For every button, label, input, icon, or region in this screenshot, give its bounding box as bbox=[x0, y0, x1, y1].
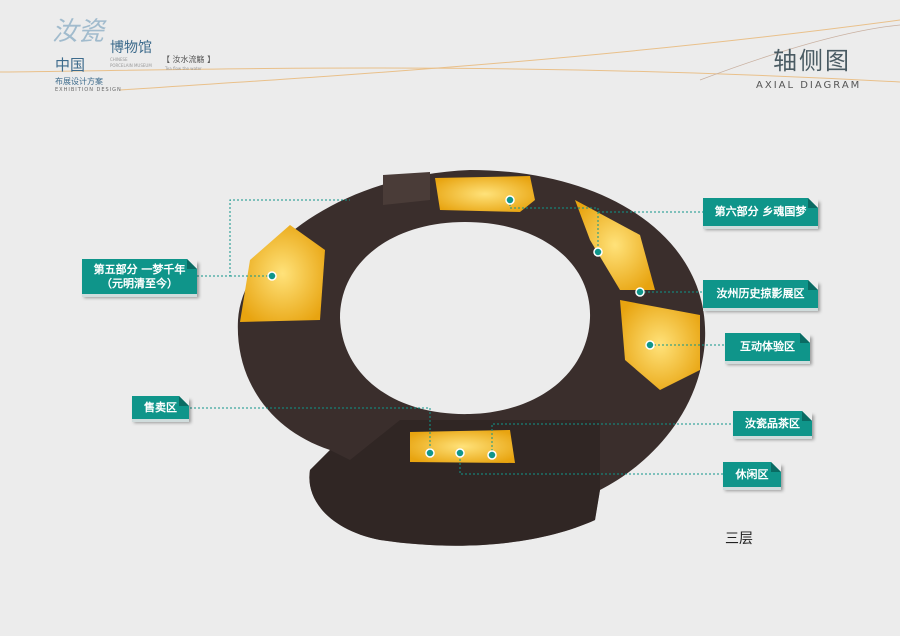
marker-part5 bbox=[267, 271, 277, 281]
logo-plan: 布展设计方案 bbox=[55, 77, 103, 86]
label-text: 第五部分 一梦千年 bbox=[93, 262, 186, 276]
zone-history bbox=[575, 200, 655, 290]
logo-museum: 博物馆 bbox=[110, 40, 152, 56]
logo-calligraphy: 汝瓷 bbox=[52, 17, 105, 47]
label-rest: 休闲区 bbox=[723, 462, 781, 487]
label-text: 汝瓷品茶区 bbox=[745, 416, 800, 430]
label-text: 休闲区 bbox=[735, 467, 769, 481]
zone-part5 bbox=[240, 225, 325, 322]
marker-interactive bbox=[645, 340, 655, 350]
label-text: （元明清至今） bbox=[101, 276, 178, 290]
label-text: 第六部分 乡魂国梦 bbox=[714, 205, 807, 218]
logo-tagline: 【 汝水流觞 】 bbox=[162, 55, 216, 64]
ring-floor bbox=[237, 170, 706, 546]
markers bbox=[267, 195, 655, 460]
logo-museum-en2: PORCELAIN MUSEUM bbox=[110, 63, 152, 68]
marker-part6 bbox=[505, 195, 515, 205]
marker-history bbox=[635, 287, 645, 297]
label-text: 互动体验区 bbox=[740, 340, 795, 353]
label-interactive: 互动体验区 bbox=[725, 333, 810, 361]
label-text: 汝州历史掠影展区 bbox=[716, 287, 805, 300]
logo-plan-en: EXHIBITION DESIGN bbox=[55, 87, 122, 93]
logo-tagline-en: Tea flow the water bbox=[165, 66, 202, 71]
label-shop: 售卖区 bbox=[132, 396, 189, 419]
logo-china: 中国 bbox=[55, 56, 86, 74]
marker-tea bbox=[487, 450, 497, 460]
label-history: 汝州历史掠影展区 bbox=[703, 280, 818, 308]
zone-rest bbox=[410, 430, 515, 463]
label-tea: 汝瓷品茶区 bbox=[733, 411, 812, 436]
logo-museum-en1: CHINESE bbox=[110, 57, 128, 62]
highlight-zones bbox=[240, 176, 700, 463]
page-title: 轴侧图 bbox=[773, 47, 851, 75]
zone-part6 bbox=[435, 176, 535, 212]
label-part6: 第六部分 乡魂国梦 bbox=[703, 198, 818, 226]
page-subtitle: AXIAL DIAGRAM bbox=[756, 80, 862, 91]
marker-part6b bbox=[593, 247, 603, 257]
marker-rest bbox=[455, 448, 465, 458]
marker-shop bbox=[425, 448, 435, 458]
label-text: 售卖区 bbox=[144, 400, 177, 414]
label-part5: 第五部分 一梦千年（元明清至今） bbox=[82, 259, 197, 294]
floor-label: 三层 bbox=[725, 531, 753, 547]
